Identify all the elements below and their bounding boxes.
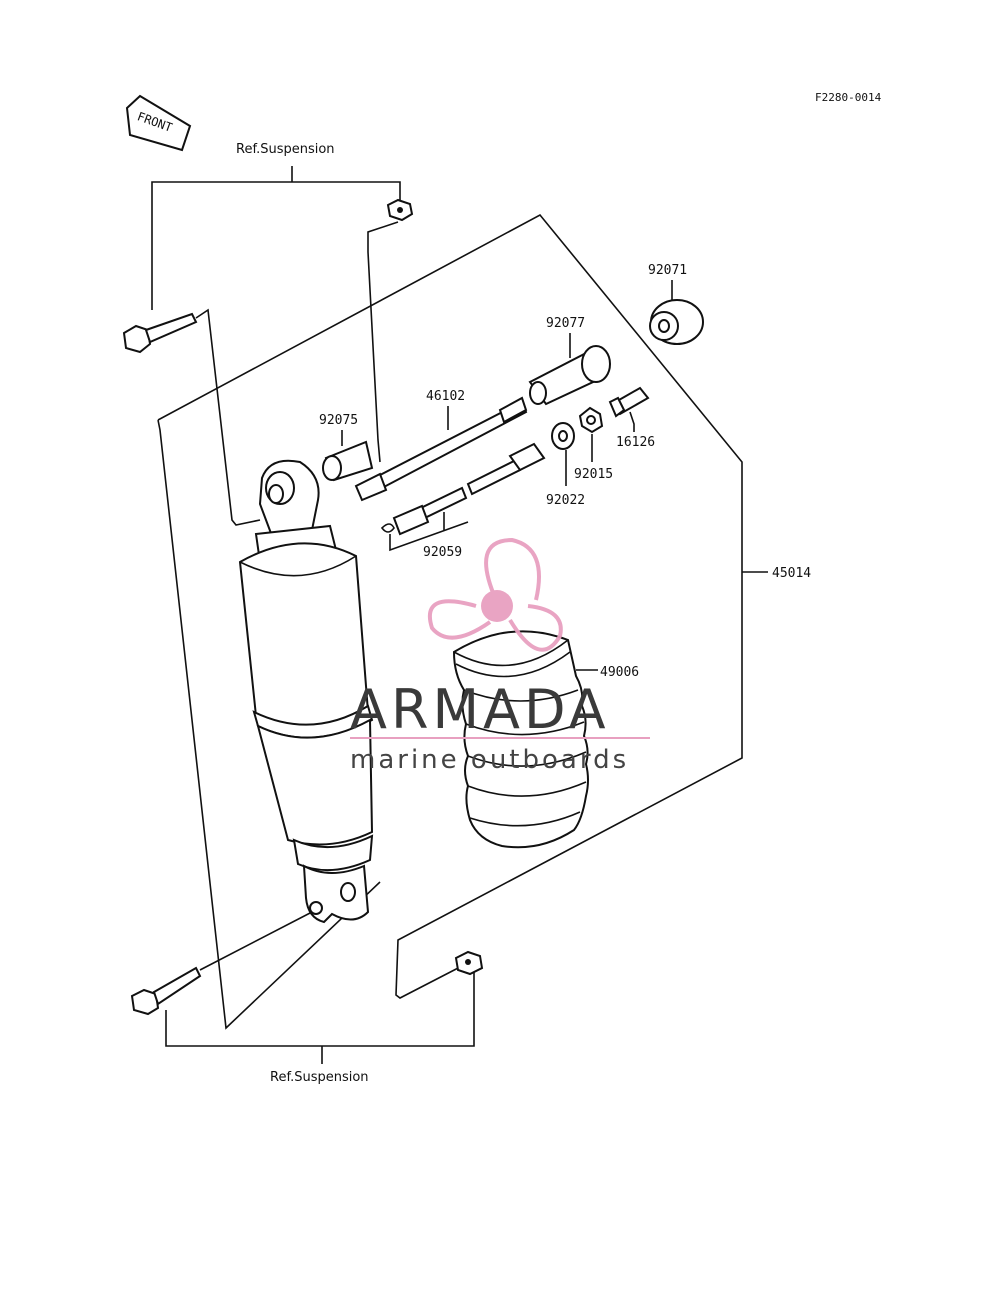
watermark-tagline: marine outboards bbox=[350, 745, 629, 775]
ref-suspension-top: Ref.Suspension bbox=[236, 142, 335, 157]
bottom-nut bbox=[454, 950, 484, 976]
part-label-92075: 92075 bbox=[319, 413, 358, 428]
part-label-92015: 92015 bbox=[574, 467, 613, 482]
part-label-92077: 92077 bbox=[546, 316, 585, 331]
bottom-bolt bbox=[130, 966, 202, 1016]
part-92059-pin bbox=[380, 442, 546, 536]
part-16126-nipple bbox=[608, 386, 650, 418]
diagram-code: F2280-0014 bbox=[815, 91, 882, 104]
top-nut bbox=[386, 198, 414, 222]
part-49006-boot bbox=[452, 630, 589, 849]
top-bolt bbox=[122, 312, 198, 354]
watermark-brand: ARMADA bbox=[350, 678, 610, 741]
kit-outline bbox=[157, 213, 743, 1030]
part-label-92022: 92022 bbox=[546, 493, 585, 508]
part-label-45014: 45014 bbox=[772, 566, 811, 581]
ref-suspension-bottom: Ref.Suspension bbox=[270, 1070, 369, 1085]
part-92077-collar bbox=[528, 345, 611, 406]
part-46102-shaft bbox=[354, 396, 528, 502]
part-92071-grommet bbox=[649, 299, 704, 345]
part-label-92071: 92071 bbox=[648, 263, 687, 278]
part-label-92059: 92059 bbox=[423, 545, 462, 560]
front-arrow-icon: FRONT bbox=[125, 94, 192, 152]
part-92022-washer bbox=[551, 422, 575, 450]
part-label-16126: 16126 bbox=[616, 435, 655, 450]
part-label-46102: 46102 bbox=[426, 389, 465, 404]
ref-top-bracket bbox=[151, 166, 401, 310]
armada-watermark-logo bbox=[427, 537, 563, 652]
ref-bottom-bracket bbox=[165, 972, 475, 1064]
part-92075-bushing bbox=[322, 440, 374, 482]
part-92015-nut bbox=[578, 406, 604, 434]
shock-absorber bbox=[238, 459, 374, 924]
part-label-49006: 49006 bbox=[600, 665, 639, 680]
